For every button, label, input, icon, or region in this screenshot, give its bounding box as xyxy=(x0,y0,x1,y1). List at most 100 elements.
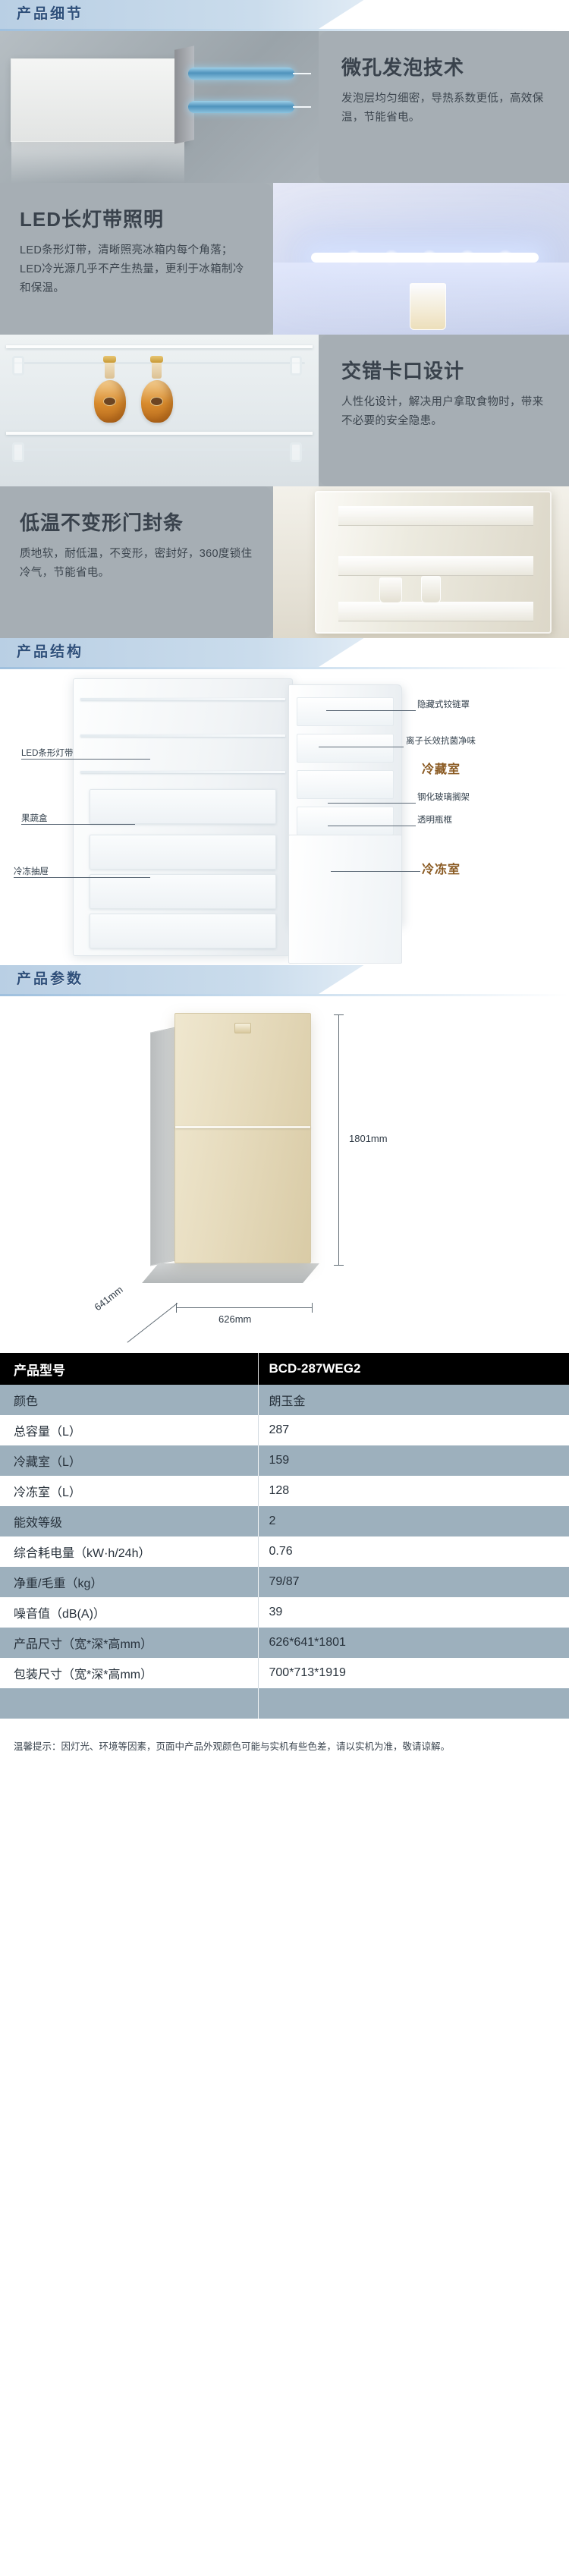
bottle-cap xyxy=(103,356,116,363)
foam-cell-tube-icon xyxy=(188,68,311,80)
pasta-jar xyxy=(410,283,446,330)
spec-label: 总容量（L） xyxy=(0,1415,258,1445)
spec-label: 噪音值（dB(A)） xyxy=(0,1597,258,1628)
shelf-clip-icon xyxy=(290,356,302,376)
structure-label-clear-bin: 透明瓶框 xyxy=(417,816,452,825)
spec-row: 冷藏室（L） 159 xyxy=(0,1445,569,1476)
leader-line xyxy=(21,824,135,825)
spec-row: 综合耗电量（kW·h/24h） 0.76 xyxy=(0,1536,569,1567)
depth-dimension-line xyxy=(127,1303,178,1343)
led-dot-icon xyxy=(421,250,438,266)
leader-line xyxy=(326,710,416,711)
banner-divider xyxy=(0,29,569,31)
spec-value: 700*713*1919 xyxy=(257,1658,569,1688)
spec-row: 冷冻室（L） 128 xyxy=(0,1476,569,1506)
structure-label-led-strip: LED条形灯带 xyxy=(21,749,74,758)
spec-value: 287 xyxy=(257,1415,569,1445)
height-tick-top xyxy=(334,1014,344,1015)
freezer-drawer xyxy=(90,914,276,948)
leader-line xyxy=(331,871,420,872)
storage-jar xyxy=(421,576,441,603)
spec-value: 39 xyxy=(257,1597,569,1628)
leader-line xyxy=(21,759,150,760)
spec-row: 能效等级 2 xyxy=(0,1506,569,1536)
spec-filler-left xyxy=(0,1688,258,1719)
disclaimer-note: 温馨提示：因灯光、环境等因素，页面中产品外观颜色可能与实机有些色差，请以实机为准… xyxy=(14,1741,451,1752)
feature-title: 微孔发泡技术 xyxy=(341,56,465,79)
freezer-drawer xyxy=(90,835,276,870)
spec-table: 产品型号 BCD-287WEG2 颜色 朗玉金 总容量（L） 287 冷藏室（L… xyxy=(0,1353,569,1719)
leader-line xyxy=(14,877,150,878)
shelf-clip-icon xyxy=(290,442,302,462)
spec-table-filler-row xyxy=(0,1688,569,1719)
bottle-neck xyxy=(105,362,115,379)
spec-row: 包装尺寸（宽*深*高mm） 700*713*1919 xyxy=(0,1658,569,1688)
height-dimension-label: 1801mm xyxy=(349,1133,388,1144)
storage-jar xyxy=(379,577,403,603)
fridge-shelf xyxy=(80,734,285,737)
shelf-rail xyxy=(14,448,305,451)
section-title-details: 产品细节 xyxy=(17,6,84,22)
feature-text-led: LED长灯带照明 LED条形灯带，清晰照亮冰箱内每个角落；LED冷光源几乎不产生… xyxy=(0,183,273,335)
spec-label: 能效等级 xyxy=(0,1506,258,1536)
feature-block-seal: 低温不变形门封条 质地软，耐低温，不变形，密封好，360度锁住冷气，节能省电。 xyxy=(0,486,569,638)
spec-row: 净重/毛重（kg） 79/87 xyxy=(0,1567,569,1597)
banner-divider xyxy=(0,994,569,996)
feature-description: 质地软，耐低温，不变形，密封好，360度锁住冷气，节能省电。 xyxy=(20,547,253,579)
fridge-base-shadow xyxy=(142,1263,319,1283)
width-tick-right xyxy=(312,1303,313,1313)
spec-label: 综合耗电量（kW·h/24h） xyxy=(0,1536,258,1567)
fridge-shelf xyxy=(80,698,285,700)
spec-label: 颜色 xyxy=(0,1385,258,1415)
spec-label: 产品尺寸（宽*深*高mm） xyxy=(0,1628,258,1658)
feature-image-led xyxy=(273,183,569,335)
bottle-cap xyxy=(150,356,163,363)
width-tick-left xyxy=(176,1303,177,1313)
feature-title: 交错卡口设计 xyxy=(341,360,465,382)
bottle-label xyxy=(103,397,116,406)
structure-diagram: LED条形灯带 果蔬盒 冷冻抽屉 隐藏式铰链罩 离子长效抗菌净味 冷藏室 钢化玻… xyxy=(0,669,569,965)
led-dot-icon xyxy=(345,250,362,266)
width-dimension-label: 626mm xyxy=(218,1313,252,1325)
foam-cell-tube-icon xyxy=(188,101,311,113)
spec-label: 包装尺寸（宽*深*高mm） xyxy=(0,1658,258,1688)
shelf-artwork xyxy=(0,335,319,486)
section-banner-structure: 产品结构 xyxy=(0,638,569,667)
fridge-shelf xyxy=(80,771,285,773)
depth-dimension-label: 641mm xyxy=(92,1283,125,1313)
feature-description: 发泡层均匀细密，导热系数更低，高效保温，节能省电。 xyxy=(341,92,544,124)
fridge-open-illustration xyxy=(73,678,402,964)
freezer-drawer xyxy=(90,874,276,909)
bottle-label xyxy=(150,397,163,406)
feature-text-notch: 交错卡口设计 人性化设计，解决用户拿取食物时，带来不必要的安全隐患。 xyxy=(319,335,569,486)
section-banner-details: 产品细节 xyxy=(0,0,569,29)
structure-label-fridge-compartment: 冷藏室 xyxy=(422,763,461,776)
structure-label-ion-purifier: 离子长效抗菌净味 xyxy=(406,737,476,746)
structure-label-hinge-cover: 隐藏式铰链罩 xyxy=(417,700,470,709)
shelf-edge xyxy=(6,345,313,348)
foam-artwork xyxy=(0,31,319,183)
door-bin xyxy=(297,807,394,835)
fridge-front-view xyxy=(174,1013,311,1263)
feature-block-foam: 微孔发泡技术 发泡层均匀细密，导热系数更低，高效保温，节能省电。 xyxy=(0,31,569,183)
foam-cut-face xyxy=(174,46,194,144)
led-dot-icon xyxy=(383,250,400,266)
spec-value: 79/87 xyxy=(257,1567,569,1597)
height-tick-bottom xyxy=(334,1265,344,1266)
spec-label: 冷藏室（L） xyxy=(0,1445,258,1476)
feature-text-foam: 微孔发泡技术 发泡层均匀细密，导热系数更低，高效保温，节能省电。 xyxy=(319,31,569,183)
spec-table-wrapper: 产品型号 BCD-287WEG2 颜色 朗玉金 总容量（L） 287 冷藏室（L… xyxy=(0,1353,569,1728)
door-bin xyxy=(297,770,394,799)
spec-header-label: 产品型号 xyxy=(0,1353,258,1385)
spec-filler-right xyxy=(257,1688,569,1719)
spec-value: 128 xyxy=(257,1476,569,1506)
feature-description: LED条形灯带，清晰照亮冰箱内每个角落；LED冷光源几乎不产生热量，更利于冰箱制… xyxy=(20,244,244,295)
door-split-line xyxy=(175,1126,310,1128)
door-bin xyxy=(297,697,394,726)
feature-image-notch xyxy=(0,335,319,486)
led-artwork xyxy=(273,183,569,335)
feature-image-foam xyxy=(0,31,319,183)
spec-row: 总容量（L） 287 xyxy=(0,1415,569,1445)
height-dimension-line xyxy=(338,1014,339,1265)
spec-value: 朗玉金 xyxy=(257,1385,569,1415)
